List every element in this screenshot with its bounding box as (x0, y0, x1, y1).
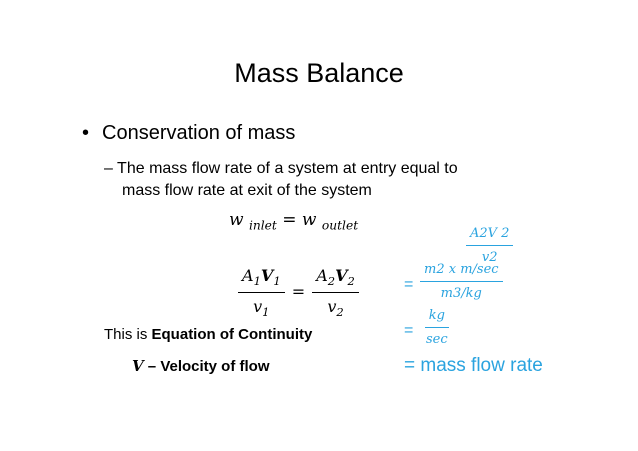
bullet-text: Conservation of mass (102, 122, 296, 144)
eq-equals: = (282, 210, 297, 230)
slide-title: Mass Balance (234, 58, 404, 88)
units-eq-1: = (404, 276, 414, 293)
units-frac1-num: m2 x m/sec (420, 262, 503, 282)
units-result: = mass flow rate (404, 355, 543, 376)
continuity-rhs-fraction: A2V2 v2 (312, 266, 359, 319)
mass-equation: w inlet = w outlet (229, 210, 358, 232)
velocity-symbol: V (132, 357, 144, 375)
units-eq-2: = (404, 322, 414, 339)
units-top-num: A2V 2 (466, 226, 514, 246)
units-frac1-den: m3/kg (440, 286, 482, 301)
units-top-fraction: A2V 2 v2 (466, 226, 514, 265)
bullet-dot-icon: • (82, 122, 90, 144)
units-frac2-num: kg (424, 308, 449, 328)
units-top-den: v2 (481, 250, 498, 265)
velocity-definition: V – Velocity of flow (132, 357, 270, 375)
units-frac2-den: sec (426, 332, 448, 347)
continuity-note: This is Equation of Continuity (104, 326, 312, 343)
velocity-text: – Velocity of flow (143, 358, 270, 375)
continuity-lhs-fraction: A1V1 v1 (238, 266, 285, 319)
sub-bullet-line-2: mass flow rate at exit of the system (122, 182, 372, 199)
units-fraction-2: kg sec (422, 308, 452, 347)
continuity-note-bold: Equation of Continuity (151, 326, 313, 343)
bullet-item: • Conservation of mass (82, 122, 295, 145)
sub-bullet-line-1: – The mass flow rate of a system at entr… (104, 160, 458, 177)
eq-lhs-sub: inlet (248, 218, 277, 233)
units-fraction-1: m2 x m/sec m3/kg (420, 262, 503, 301)
continuity-equation: A1V1 v1 = A2V2 v2 (238, 266, 359, 319)
eq-rhs: w (301, 210, 317, 230)
eq-lhs: w (229, 210, 244, 230)
continuity-note-prefix: This is (104, 326, 152, 343)
continuity-equals: = (291, 282, 306, 302)
eq-rhs-sub: outlet (321, 218, 359, 233)
